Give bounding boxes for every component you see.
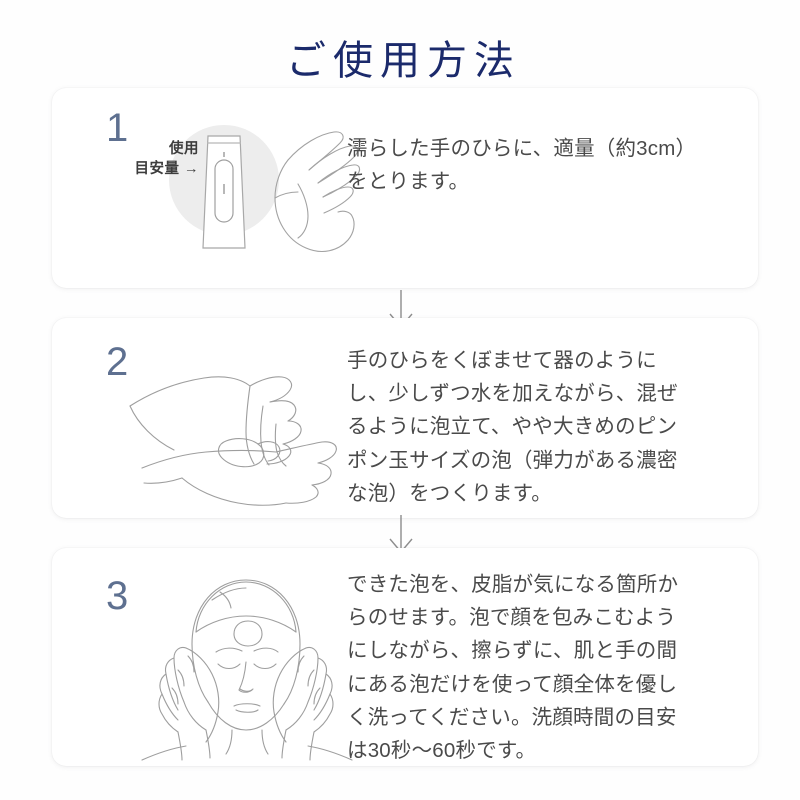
two-hands-lathering-icon <box>129 376 337 506</box>
step-card-2: 2 <box>52 318 758 518</box>
step-number-2: 2 <box>106 340 129 384</box>
step-card-3: 3 <box>52 548 758 766</box>
step-3-illustration <box>112 548 382 766</box>
step-1-text: 濡らした手のひらに、適量（約3cm） をとります。 <box>347 137 697 194</box>
step-2-illustration <box>112 318 382 518</box>
face-washing-icon <box>141 579 353 761</box>
step-number-1: 1 <box>106 106 129 150</box>
step-1-illustration: 使用 目安量 → <box>112 88 382 288</box>
dosage-guide-label: 使用 目安量 → <box>134 141 199 177</box>
step-3-text: できた泡を、皮脂が気になる箇所か らのせます。泡で顔を包みこむよう にしながら、… <box>347 573 679 763</box>
step-2-text: 手のひらをくぼませて器のように し、少しずつ水を加えながら、混ぜ るように泡立て… <box>347 349 678 505</box>
tube-icon <box>202 135 246 249</box>
step-card-1: 1 <box>52 88 758 288</box>
open-palm-hand-icon <box>274 131 361 252</box>
step-number-3: 3 <box>106 574 129 618</box>
page-title: ご使用方法 <box>286 38 521 83</box>
